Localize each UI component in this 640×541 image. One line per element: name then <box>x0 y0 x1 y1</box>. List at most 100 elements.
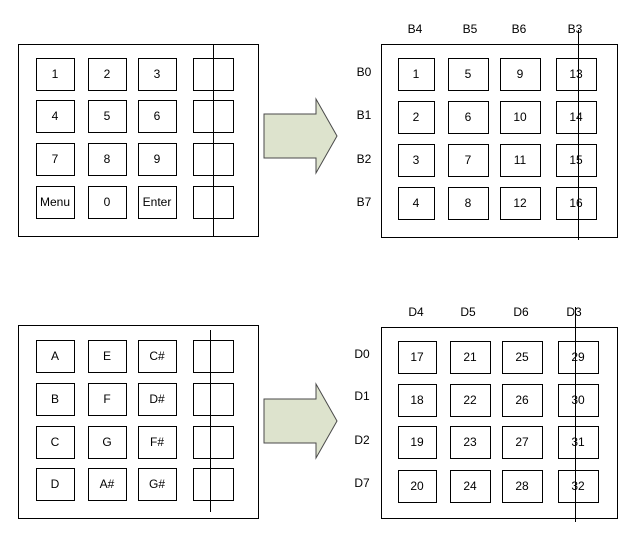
keypad-key <box>193 468 234 501</box>
cell-label: 1 <box>413 67 420 81</box>
matrix-cell: 23 <box>450 426 491 459</box>
matrix-cell: 2 <box>398 101 435 134</box>
key-label: C <box>51 435 60 449</box>
cell-label: 3 <box>413 153 420 167</box>
cell-box <box>398 426 437 459</box>
key-label: 8 <box>104 152 111 166</box>
key-box <box>138 426 177 459</box>
keypad-key: 4 <box>36 100 75 133</box>
key-box <box>36 426 75 459</box>
keypad-key: Menu <box>36 186 75 219</box>
matrix-cell: 8 <box>448 187 489 220</box>
matrix-cell: 17 <box>398 341 437 374</box>
cell-box <box>502 426 543 459</box>
cell-box <box>398 341 437 374</box>
key-box <box>36 143 75 176</box>
key-box <box>88 426 127 459</box>
cell-label: 25 <box>515 350 529 364</box>
matrix-cell: 14 <box>556 101 597 134</box>
key-box <box>138 383 177 416</box>
key-box <box>36 100 75 133</box>
key-label: A <box>51 349 59 363</box>
matrix-cell: 6 <box>448 101 489 134</box>
column-header: B6 <box>512 22 527 36</box>
key-label: Enter <box>143 195 172 209</box>
keypad-key: C# <box>138 340 177 373</box>
keypad-key: 6 <box>138 100 177 133</box>
cell-box <box>450 426 491 459</box>
cell-label: 24 <box>463 479 477 493</box>
key-label: 9 <box>154 152 161 166</box>
keypad-key: B <box>36 383 75 416</box>
row-header: D2 <box>354 433 370 447</box>
cell-box <box>558 470 599 503</box>
matrix-cell: 26 <box>502 384 543 417</box>
key-box <box>138 58 177 91</box>
cell-box <box>502 470 543 503</box>
cell-box <box>398 187 435 220</box>
cell-label: 32 <box>571 479 585 493</box>
row-header: D7 <box>354 476 370 490</box>
key-box <box>88 58 127 91</box>
key-label: 6 <box>154 109 161 123</box>
cell-label: 19 <box>410 435 424 449</box>
matrix-cell: 31 <box>558 426 599 459</box>
cell-box <box>448 58 489 91</box>
key-box <box>193 468 234 501</box>
cell-label: 29 <box>571 350 585 364</box>
keypad-key: Enter <box>138 186 177 219</box>
matrix-cell: 12 <box>500 187 541 220</box>
cell-label: 8 <box>465 196 472 210</box>
matrix-cell: 11 <box>500 144 541 177</box>
matrix-cell: 32 <box>558 470 599 503</box>
key-box <box>36 468 75 501</box>
column-header: D3 <box>566 305 582 319</box>
matrix-cell: 19 <box>398 426 437 459</box>
cell-label: 20 <box>410 479 424 493</box>
key-box <box>36 340 75 373</box>
keypad-key: E <box>88 340 127 373</box>
column-header: D5 <box>460 305 476 319</box>
keypad-key: F <box>88 383 127 416</box>
keypad-key: 5 <box>88 100 127 133</box>
matrix-cell: 7 <box>448 144 489 177</box>
cell-label: 7 <box>465 153 472 167</box>
cell-label: 9 <box>517 67 524 81</box>
cell-label: 18 <box>410 393 424 407</box>
matrix-cell: 27 <box>502 426 543 459</box>
keypad-key: G <box>88 426 127 459</box>
cell-box <box>450 384 491 417</box>
cell-label: 23 <box>463 435 477 449</box>
cell-label: 30 <box>571 393 585 407</box>
row-header: D0 <box>354 347 370 361</box>
key-box <box>88 100 127 133</box>
keypad-key: 7 <box>36 143 75 176</box>
keypad-key <box>193 426 234 459</box>
column-header: B3 <box>568 22 583 36</box>
matrix-cell: 22 <box>450 384 491 417</box>
keypad-key: 0 <box>88 186 127 219</box>
cell-label: 10 <box>513 110 527 124</box>
key-label: G# <box>149 477 165 491</box>
cell-label: 16 <box>569 196 583 210</box>
column-header: B5 <box>463 22 478 36</box>
cell-label: 28 <box>515 479 529 493</box>
matrix-cell: 5 <box>448 58 489 91</box>
cell-label: 22 <box>463 393 477 407</box>
key-box <box>36 58 75 91</box>
key-box <box>193 426 234 459</box>
cell-box <box>556 187 597 220</box>
cell-label: 26 <box>515 393 529 407</box>
key-box <box>138 468 177 501</box>
key-box <box>193 383 234 416</box>
key-box <box>138 143 177 176</box>
key-label: 0 <box>104 195 111 209</box>
row-header: B1 <box>357 108 372 122</box>
row-header: B2 <box>357 152 372 166</box>
key-label: 4 <box>52 109 59 123</box>
cell-box <box>500 144 541 177</box>
cell-box <box>556 101 597 134</box>
